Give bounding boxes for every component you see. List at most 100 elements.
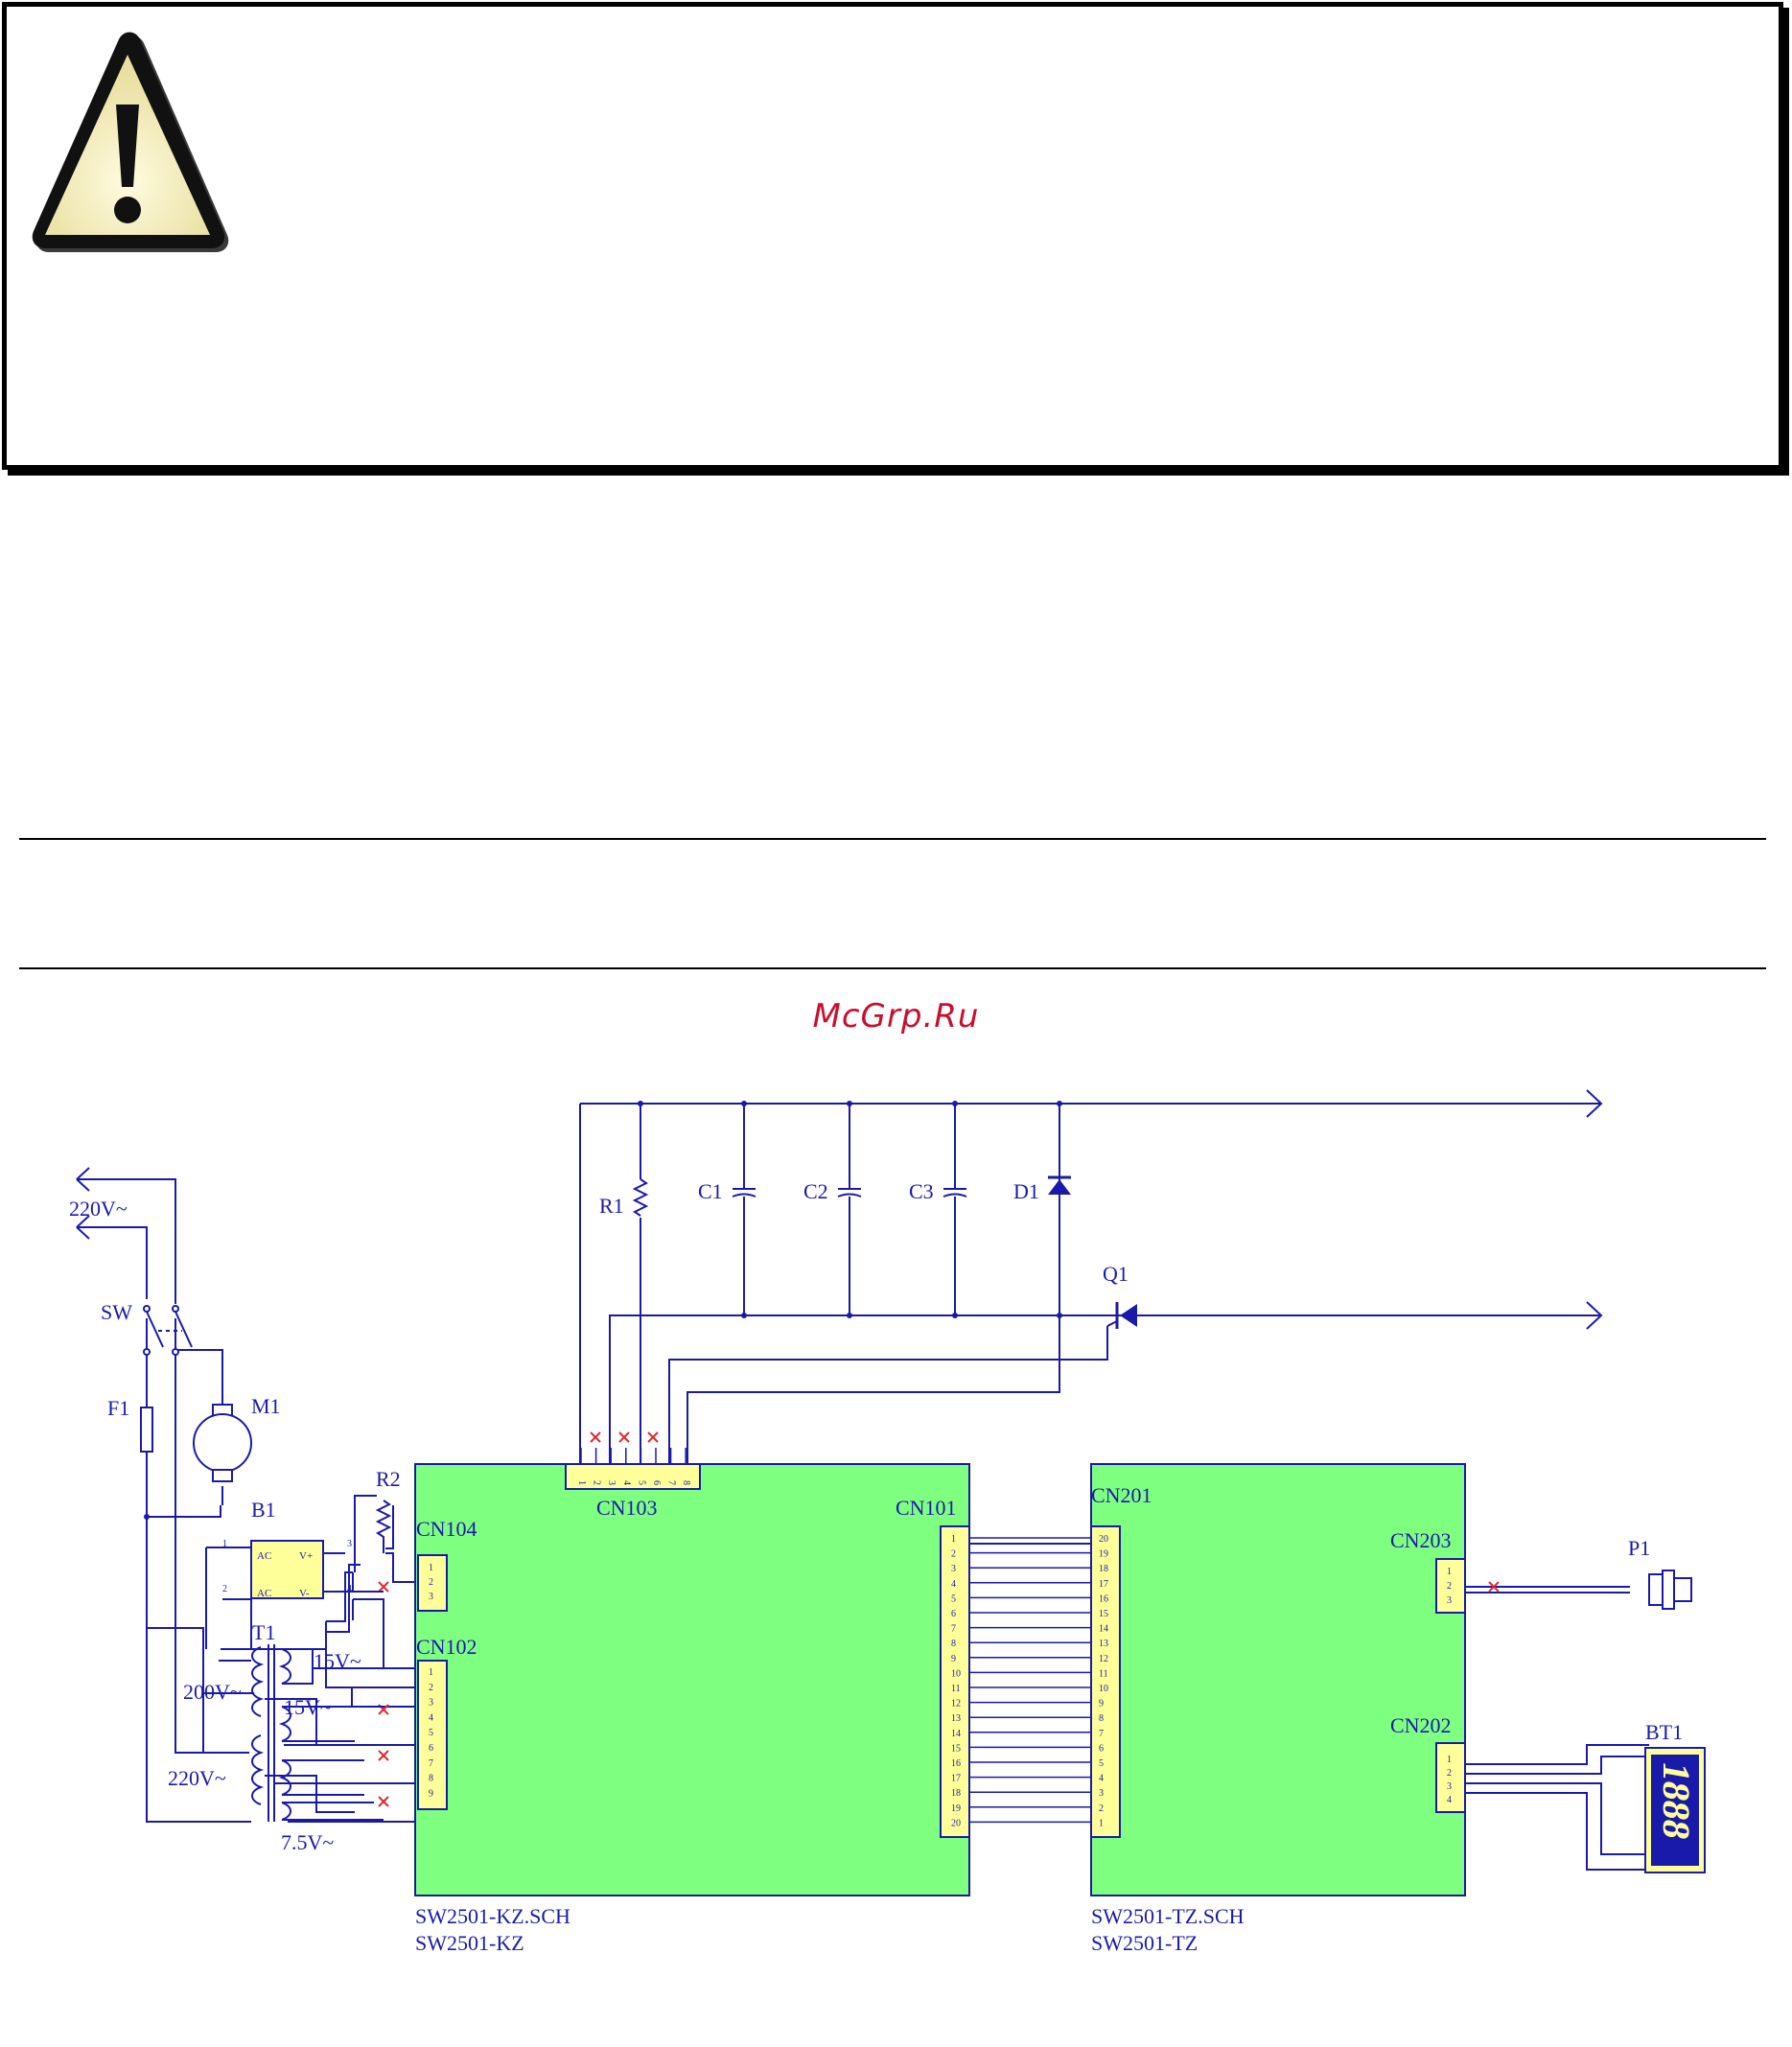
cn102-pin-5: 5 xyxy=(429,1728,433,1738)
label-cn202: CN202 xyxy=(1390,1713,1452,1737)
cn101-pin-11: 11 xyxy=(951,1684,961,1694)
warning-box xyxy=(2,2,1783,470)
cn201-pin-11: 11 xyxy=(1099,1668,1108,1679)
cn102-pin-7: 7 xyxy=(429,1758,433,1769)
cn103-pin-6: 6 xyxy=(651,1480,662,1485)
cn103-pin-1: 1 xyxy=(576,1480,587,1485)
cn101-pin-18: 18 xyxy=(951,1788,961,1799)
cn101-pin-13: 13 xyxy=(951,1713,961,1724)
b1-pin-4: 4 xyxy=(347,1584,352,1594)
b1-pin-3: 3 xyxy=(347,1539,352,1549)
capacitor-c1 xyxy=(732,1188,756,1198)
b1-pin-2: 2 xyxy=(222,1584,227,1594)
cn201-pin-19: 19 xyxy=(1099,1549,1108,1560)
display-digits: 1888 xyxy=(1655,1758,1698,1843)
cn101-pin-5: 5 xyxy=(951,1593,956,1604)
label-mains: 220V~ xyxy=(69,1197,128,1221)
cn101-pin-7: 7 xyxy=(951,1624,956,1635)
label-15v-b: 15V~ xyxy=(284,1695,332,1719)
cn103-pin-5: 5 xyxy=(636,1480,646,1485)
cn201-pin-6: 6 xyxy=(1099,1743,1104,1754)
resistor-r1 xyxy=(632,1178,649,1217)
cn101-pin-8: 8 xyxy=(951,1639,956,1649)
label-c3: C3 xyxy=(909,1179,934,1203)
connector-cn203 xyxy=(1435,1558,1466,1614)
warning-triangle-icon xyxy=(32,32,229,252)
cn201-pin-2: 2 xyxy=(1099,1803,1104,1814)
label-r1: R1 xyxy=(599,1194,624,1218)
cn201-pin-1: 1 xyxy=(1099,1818,1104,1828)
cn203-pin-2: 2 xyxy=(1447,1581,1452,1592)
resistor-r2 xyxy=(375,1500,392,1553)
triac-q1 xyxy=(1106,1302,1137,1329)
cn101-pin-10: 10 xyxy=(951,1668,961,1679)
connector-cn202 xyxy=(1435,1742,1466,1813)
cn103-pin-8: 8 xyxy=(681,1480,691,1485)
cn101-pin-9: 9 xyxy=(951,1654,956,1664)
cn102-pin-9: 9 xyxy=(429,1788,433,1799)
cn201-pin-20: 20 xyxy=(1099,1534,1108,1545)
b1-vplus: V+ xyxy=(299,1550,313,1562)
label-p1: P1 xyxy=(1628,1536,1650,1560)
b1-pin-1: 1 xyxy=(222,1539,227,1549)
label-cn101: CN101 xyxy=(896,1496,957,1520)
cn103-pin-7: 7 xyxy=(666,1480,677,1485)
cn101-pin-14: 14 xyxy=(951,1729,961,1739)
connector-cn102 xyxy=(417,1660,448,1810)
board2-name: SW2501-TZ.SCH xyxy=(1091,1904,1245,1928)
cn201-pin-13: 13 xyxy=(1099,1639,1108,1649)
cn201-pin-7: 7 xyxy=(1099,1729,1104,1739)
b1-vminus: V- xyxy=(299,1588,310,1599)
transformer-t1 xyxy=(251,1644,384,1822)
cn102-pin-2: 2 xyxy=(429,1683,433,1693)
board1-sub: SW2501-KZ xyxy=(415,1931,524,1955)
cn203-pin-3: 3 xyxy=(1447,1595,1452,1606)
watermark-text: McGrp.Ru xyxy=(812,997,980,1035)
connector-cn103 xyxy=(565,1463,701,1490)
cn201-pin-10: 10 xyxy=(1099,1684,1108,1694)
cn102-pin-8: 8 xyxy=(429,1774,433,1784)
cn101-pin-19: 19 xyxy=(951,1803,961,1814)
cn103-pin-2: 2 xyxy=(592,1480,602,1485)
capacitor-c3 xyxy=(943,1188,967,1198)
switch-sw xyxy=(143,1305,193,1356)
cn101-pin-17: 17 xyxy=(951,1774,961,1784)
cn101-pin-4: 4 xyxy=(951,1579,956,1590)
b1-ac1: AC xyxy=(257,1550,271,1562)
display-bt1 xyxy=(1644,1747,1706,1873)
label-c1: C1 xyxy=(698,1179,723,1203)
cn201-pin-17: 17 xyxy=(1099,1579,1108,1590)
label-7-5v: 7.5V~ xyxy=(281,1830,334,1854)
cn104-pin-2: 2 xyxy=(429,1577,433,1588)
label-c2: C2 xyxy=(803,1179,828,1203)
cn101-pin-3: 3 xyxy=(951,1564,956,1574)
nc-marks xyxy=(378,1431,1500,1807)
label-cn102: CN102 xyxy=(416,1635,477,1659)
board-sw2501-tz xyxy=(1090,1463,1466,1896)
label-cn203: CN203 xyxy=(1390,1528,1452,1552)
cn202-pin-3: 3 xyxy=(1447,1781,1452,1792)
cn102-pin-1: 1 xyxy=(429,1667,433,1678)
label-t1: T1 xyxy=(252,1620,275,1644)
cn201-pin-12: 12 xyxy=(1099,1654,1108,1664)
connector-cn104 xyxy=(417,1554,448,1612)
cn103-pin-4: 4 xyxy=(621,1480,632,1485)
label-cn104: CN104 xyxy=(416,1517,477,1541)
cn201-pin-15: 15 xyxy=(1099,1609,1108,1619)
cn202-pin-2: 2 xyxy=(1447,1768,1452,1779)
label-m1: M1 xyxy=(251,1394,281,1418)
fuse-f1 xyxy=(140,1407,153,1453)
cn103-pin-3: 3 xyxy=(606,1480,617,1485)
cn102-pin-4: 4 xyxy=(429,1712,433,1723)
cn101-pin-16: 16 xyxy=(951,1758,961,1769)
cn202-pin-4: 4 xyxy=(1447,1795,1452,1805)
cn201-pin-4: 4 xyxy=(1099,1774,1104,1784)
cn202-pin-1: 1 xyxy=(1447,1755,1452,1765)
cn201-pin-14: 14 xyxy=(1099,1624,1108,1635)
cn201-pin-8: 8 xyxy=(1099,1713,1104,1724)
label-220v-primary: 220V~ xyxy=(168,1766,226,1790)
label-b1: B1 xyxy=(251,1498,276,1522)
b1-ac2: AC xyxy=(257,1588,271,1599)
